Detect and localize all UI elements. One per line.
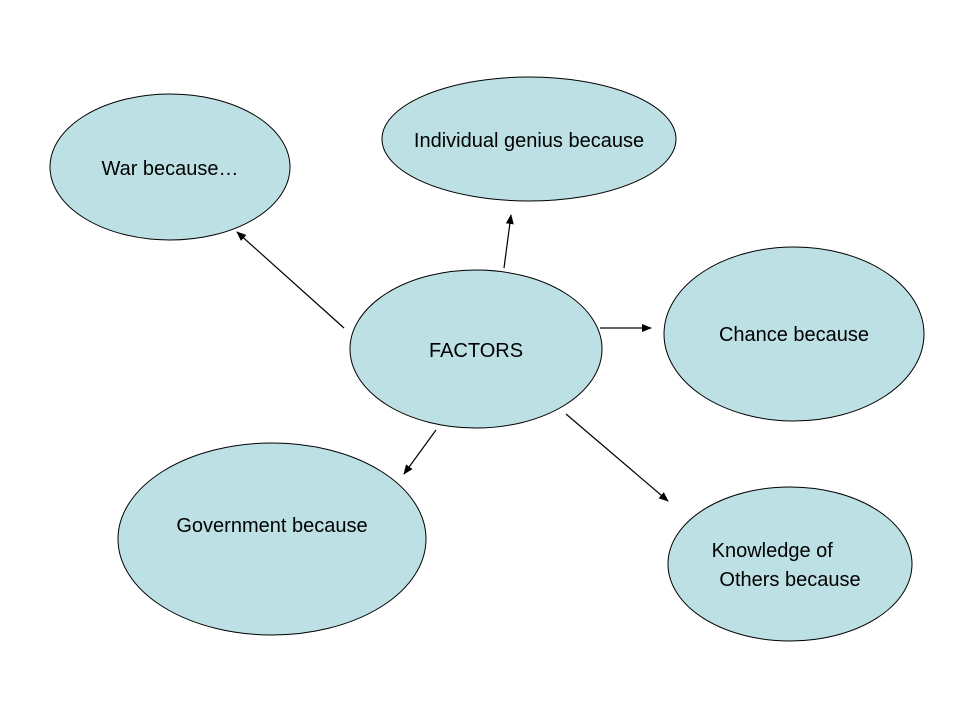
node-war-label-line: War because… bbox=[101, 158, 238, 180]
node-government: Government because bbox=[117, 442, 427, 636]
node-knowledge-of-others-label: Knowledge of Others because bbox=[712, 540, 861, 591]
arrow-factors-to-knowledge-of-others bbox=[565, 413, 669, 502]
node-individual-genius-label: Individual genius because bbox=[414, 130, 644, 152]
node-chance: Chance because bbox=[663, 246, 925, 422]
node-knowledge-of-others-label-line-1: Knowledge of bbox=[712, 540, 834, 562]
node-war-label: War because… bbox=[101, 158, 238, 180]
node-knowledge-of-others: Knowledge of Others because bbox=[667, 486, 913, 642]
node-factors: FACTORS bbox=[349, 269, 603, 429]
node-knowledge-of-others-label-line-2: Others because bbox=[719, 569, 860, 591]
arrow-factors-to-government bbox=[403, 429, 437, 475]
node-chance-label: Chance because bbox=[719, 324, 869, 346]
arrows bbox=[236, 214, 669, 502]
node-war: War because… bbox=[49, 93, 291, 241]
node-individual-genius: Individual genius because bbox=[381, 76, 677, 202]
node-government-label: Government because bbox=[176, 515, 367, 537]
node-government-label-line: Government because bbox=[176, 515, 367, 537]
arrow-factors-to-individual-genius bbox=[503, 214, 514, 269]
node-chance-label-line: Chance because bbox=[719, 324, 869, 346]
node-factors-label-line: FACTORS bbox=[429, 340, 523, 362]
arrow-factors-to-war bbox=[236, 231, 345, 329]
node-factors-label: FACTORS bbox=[429, 340, 523, 362]
node-individual-genius-label-line: Individual genius because bbox=[414, 130, 644, 152]
